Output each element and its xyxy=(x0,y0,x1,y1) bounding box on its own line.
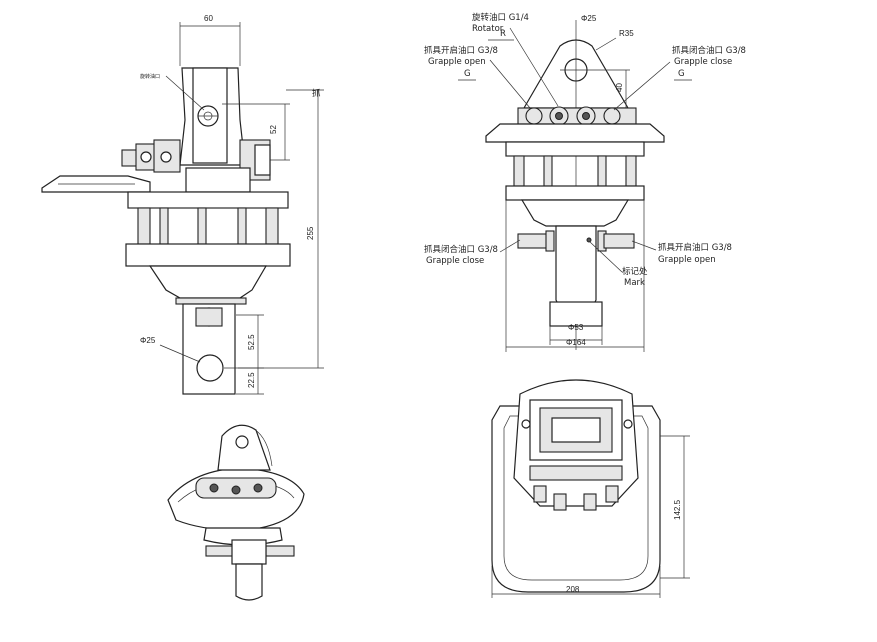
mark-cn: 标记处 xyxy=(622,266,648,277)
dim-width-60: 60 xyxy=(204,14,213,23)
letter-g-left: G xyxy=(464,69,471,79)
rotator-port-cn: 旋转油口 G1/4 xyxy=(472,12,529,23)
dim-phi25-side: Φ25 xyxy=(581,14,597,23)
small-note: 旋转油口 xyxy=(140,73,160,80)
grapple-close-en: Grapple close xyxy=(674,57,732,67)
dim-lower-52-5: 52.5 xyxy=(247,334,256,350)
lower-close-cn: 抓具闭合油口 G3/8 xyxy=(424,244,498,255)
side-view: 40 Φ25 R35 Φ53 xyxy=(424,12,746,352)
letter-g-right: G xyxy=(678,69,685,79)
letter-r: R xyxy=(500,29,506,39)
dim-40: 40 xyxy=(615,83,624,92)
dim-height-52: 52 xyxy=(269,125,278,134)
rotator-port-en: Rotator xyxy=(472,24,504,34)
side-mark: 抓 xyxy=(312,88,321,99)
dim-lower-22-5: 22.5 xyxy=(247,372,256,388)
grapple-open-en: Grapple open xyxy=(428,57,486,67)
dim-width-208: 208 xyxy=(566,585,580,594)
dim-total-255: 255 xyxy=(306,226,315,240)
mark-en: Mark xyxy=(624,278,645,288)
grapple-close-cn: 抓具闭合油口 G3/8 xyxy=(672,45,746,56)
lower-close-en: Grapple close xyxy=(426,256,484,266)
dim-shaft-phi53: Φ53 xyxy=(568,323,584,332)
dim-height-142-5: 142.5 xyxy=(673,499,682,520)
lower-open-en: Grapple open xyxy=(658,255,716,265)
front-view: 60 旋转油口 52 xyxy=(41,14,324,395)
dim-base-phi164: Φ164 xyxy=(566,338,586,347)
lower-open-cn: 抓具开启油口 G3/8 xyxy=(658,242,732,253)
top-view: 142.5 208 xyxy=(491,379,690,598)
dim-r35: R35 xyxy=(619,29,634,38)
grapple-open-cn: 抓具开启油口 G3/8 xyxy=(424,45,498,56)
dim-pin-phi25: Φ25 xyxy=(140,336,156,345)
isometric-view xyxy=(167,424,305,601)
